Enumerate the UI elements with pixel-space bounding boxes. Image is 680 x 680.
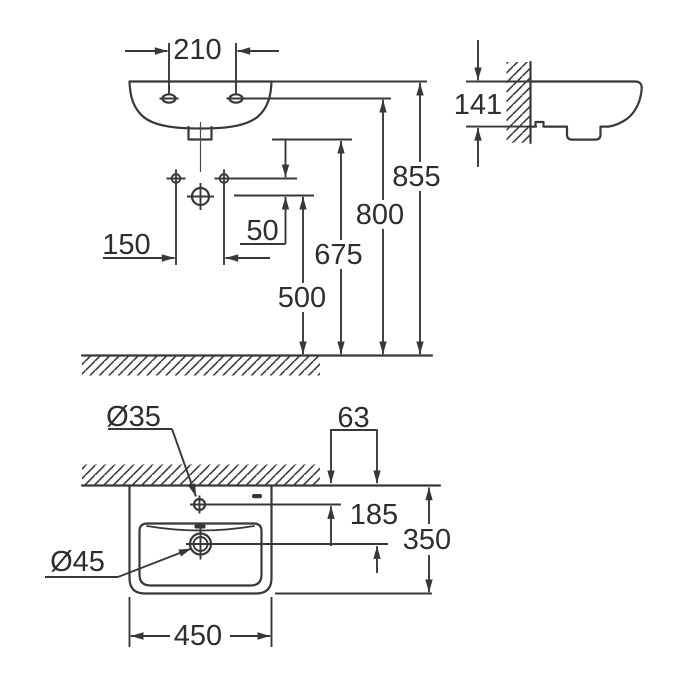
wall-hatch-side	[506, 62, 531, 143]
basin-side-profile	[529, 80, 643, 141]
dim-label-185: 185	[350, 499, 398, 531]
front-view	[80, 80, 434, 376]
front-dimensions	[103, 43, 424, 355]
wall-hatch-plan	[82, 464, 320, 485]
dim-label-855: 855	[392, 161, 440, 193]
leader-d35-arrow	[171, 428, 197, 497]
inner-overflow-dash	[194, 524, 206, 529]
basin-plan-inner	[138, 522, 263, 587]
dim-label-800: 800	[356, 199, 404, 231]
dim-label-350: 350	[403, 524, 451, 556]
drain-hole-outer	[188, 532, 213, 556]
dim-label-675: 675	[314, 239, 362, 271]
dim-label-d35: Ø35	[106, 401, 161, 433]
basin-plan-outline	[128, 484, 273, 595]
dim-label-150: 150	[102, 229, 150, 261]
dim-label-d45: Ø45	[50, 546, 105, 578]
side-view	[466, 40, 643, 167]
dim-label-500: 500	[278, 282, 326, 314]
leader-d45-arrow	[117, 547, 192, 578]
plan-view	[45, 428, 442, 647]
dim-label-141: 141	[454, 89, 502, 121]
dim-label-450: 450	[174, 620, 222, 652]
tap-hole	[192, 497, 207, 512]
overflow-mark	[252, 494, 262, 499]
floor-hatch	[82, 356, 320, 376]
dim-label-210: 210	[173, 34, 221, 66]
dim-label-63: 63	[337, 402, 369, 434]
dim-label-50: 50	[246, 215, 278, 247]
drain-hole-inner	[192, 536, 209, 552]
basin-front-outline	[128, 80, 273, 130]
dimension-labels: 210 150 50 500 675 800 855 141 Ø35 63 18…	[50, 34, 502, 652]
